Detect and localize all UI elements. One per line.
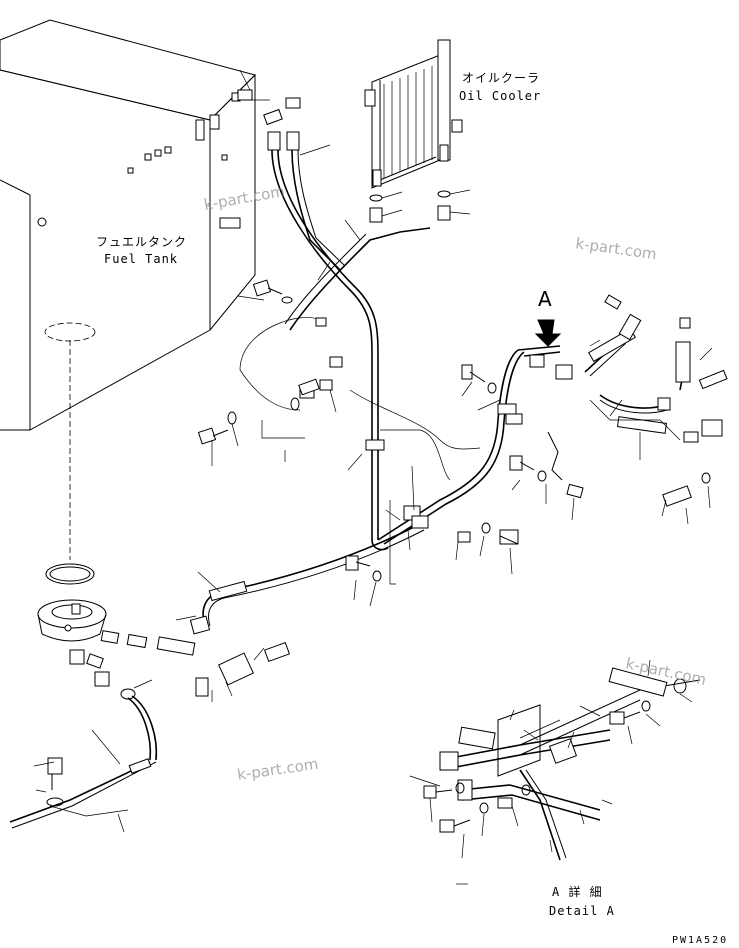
oil-cooler-label-jp: オイルクーラ (462, 71, 540, 85)
bolts-left (197, 279, 333, 445)
detail-a (423, 667, 701, 861)
watermark-4: k-part.com (236, 755, 319, 784)
view-marker-label: A (538, 287, 552, 311)
oil-cooler-label-en: Oil Cooler (459, 89, 541, 103)
drawing-code: PW1A520 (672, 935, 728, 946)
right-parts (461, 294, 728, 507)
fuel-tank-label-jp: フュエルタンク (96, 235, 187, 249)
fuel-tank-label-en: Fuel Tank (104, 252, 178, 266)
oil-cooler (364, 39, 463, 189)
watermark-1: k-part.com (203, 182, 287, 214)
detail-label-en: Detail A (549, 904, 615, 918)
watermark-2: k-part.com (574, 234, 657, 263)
bolts-center (345, 522, 519, 582)
main-tubes (9, 149, 686, 829)
fuel-tank (0, 19, 256, 560)
view-a-arrow (534, 319, 562, 347)
tank-fittings (237, 89, 301, 151)
hose-bracket-lower-left (46, 757, 152, 807)
detail-label-jp: A 詳 細 (552, 884, 603, 899)
fuel-strainer (37, 563, 291, 700)
leader-lines (33, 69, 713, 885)
